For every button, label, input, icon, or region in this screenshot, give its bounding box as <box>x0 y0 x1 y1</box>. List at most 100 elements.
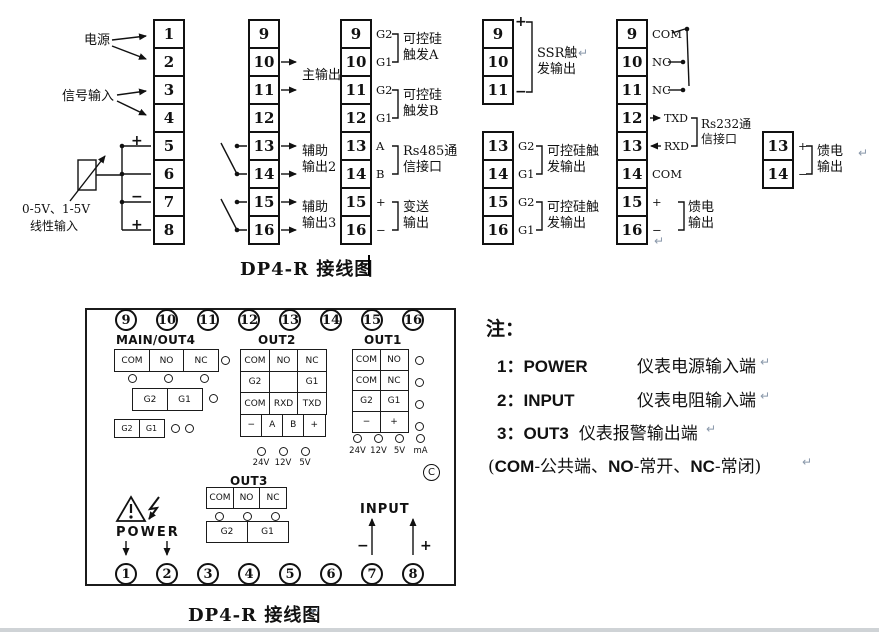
terminal-16: 16− <box>340 215 386 245</box>
terminal-number: 11 <box>345 81 367 99</box>
terminal-number: 13 <box>253 137 275 155</box>
terminal-13: 13 <box>248 131 280 161</box>
grid-cell: COM <box>240 349 270 372</box>
terminal-dot <box>209 394 218 403</box>
terminal-dot <box>416 434 425 443</box>
grid-cell: A <box>261 413 284 437</box>
terminal-number: 12 <box>621 109 643 127</box>
paragraph-mark: ↵ <box>858 146 869 160</box>
input-plus-sign: + <box>420 538 432 554</box>
terminal-number: 11 <box>253 81 275 99</box>
terminal-dot <box>171 424 180 433</box>
terminal-dot <box>395 434 404 443</box>
note-line-2: 2：INPUT 仪表电阻输入端 <box>497 386 756 411</box>
grid-cell: NO <box>268 349 299 372</box>
label-line: 输出2 <box>302 160 337 175</box>
grid-cell: TXD <box>297 392 327 415</box>
ssr-plus-sign: + <box>515 14 527 30</box>
grid-cell: G1 <box>297 370 327 394</box>
top-caption: DP4-R 接线图 <box>240 259 374 280</box>
label-line: 输出 <box>817 160 844 175</box>
terminal-column-feed: 13+14− <box>762 131 808 189</box>
terminal-side-label: NO <box>652 55 672 69</box>
volt-label: 12V <box>370 446 387 456</box>
grid-cell: COM <box>206 487 234 509</box>
terminal-side-label: + <box>798 139 808 153</box>
terminal-number: 13 <box>767 137 789 155</box>
grid-cell: G2 <box>206 521 248 543</box>
section-title-out3: OUT3 <box>230 474 268 488</box>
terminal-dot <box>257 447 266 456</box>
volt-label: 24V <box>349 446 366 456</box>
panel-terminal-5: 5 <box>279 563 301 585</box>
note-desc: 仪表电阻输入端 <box>637 391 756 411</box>
label-line: 发输出 <box>547 216 587 231</box>
terminal-number: 10 <box>487 53 509 71</box>
grid-cell: NC <box>259 487 287 509</box>
terminal-5: 5 <box>153 131 185 161</box>
grid-cell: NC <box>297 349 327 372</box>
terminal-number: 12 <box>253 109 275 127</box>
label-line: 信接口 <box>701 132 738 146</box>
grid-cell: G2 <box>114 419 140 438</box>
grid-cell: NC <box>183 349 219 372</box>
terminal-dot <box>164 374 173 383</box>
label-line: 可控硅 <box>403 32 443 47</box>
terminal-2: 2 <box>153 47 185 77</box>
feed-output-label-2: 馈电 输出 <box>817 144 843 176</box>
panel-terminal-11: 11 <box>197 309 219 331</box>
terminal-number: 8 <box>163 221 175 239</box>
grid-cell: G1 <box>138 419 165 438</box>
label-line: 可控硅触 <box>547 144 600 159</box>
paragraph-mark: ↵ <box>760 389 771 403</box>
terminal-6: 6 <box>153 159 185 189</box>
window-edge <box>0 628 879 632</box>
terminal-side-label: G1 <box>376 55 393 69</box>
note-key: 2：INPUT <box>497 391 575 410</box>
panel-terminal-14: 14 <box>320 309 342 331</box>
grid-cell: − <box>352 410 381 433</box>
scr-trigger-b-label: 可控硅 触发B <box>403 88 442 120</box>
scr-output2-label: 可控硅触 发输出 <box>547 200 599 232</box>
panel-terminal-13: 13 <box>279 309 301 331</box>
ssr-minus-sign: − <box>515 84 527 100</box>
terminal-dot <box>185 424 194 433</box>
terminal-number: 15 <box>253 193 275 211</box>
label-line: 馈电 <box>688 200 715 215</box>
paragraph-mark: ↵ <box>706 422 717 436</box>
label-line: 变送 <box>403 200 430 215</box>
terminal-12: 12 <box>248 103 280 133</box>
terminal-number: 13 <box>487 137 509 155</box>
terminal-number: 2 <box>163 53 175 71</box>
terminal-3: 3 <box>153 75 185 105</box>
power-terminal-label: POWER <box>116 525 180 540</box>
terminal-10: 10 <box>248 47 280 77</box>
grid-cell: RXD <box>268 392 299 415</box>
terminal-number: 14 <box>767 165 789 183</box>
label-line: 触发B <box>403 104 439 119</box>
label-line: 辅助 <box>302 144 329 159</box>
notes-heading: 注： <box>486 318 525 340</box>
plus-sign-t5: + <box>131 133 143 149</box>
panel-terminal-8: 8 <box>402 563 424 585</box>
terminal-9: 9 <box>248 19 280 49</box>
label-line: Rs232通 <box>701 117 752 131</box>
grid-cell: COM <box>352 369 381 392</box>
terminal-15: 15 <box>248 187 280 217</box>
panel-terminal-15: 15 <box>361 309 383 331</box>
panel-terminal-7: 7 <box>361 563 383 585</box>
section-title-out2: OUT2 <box>258 333 296 347</box>
grid-cell: NO <box>232 487 261 509</box>
panel-terminal-12: 12 <box>238 309 260 331</box>
terminal-side-label: G1 <box>518 223 535 237</box>
grid-cell <box>268 370 299 394</box>
rs232-label: Rs232通 信接口 <box>701 117 751 147</box>
grid-cell: NC <box>379 369 409 392</box>
